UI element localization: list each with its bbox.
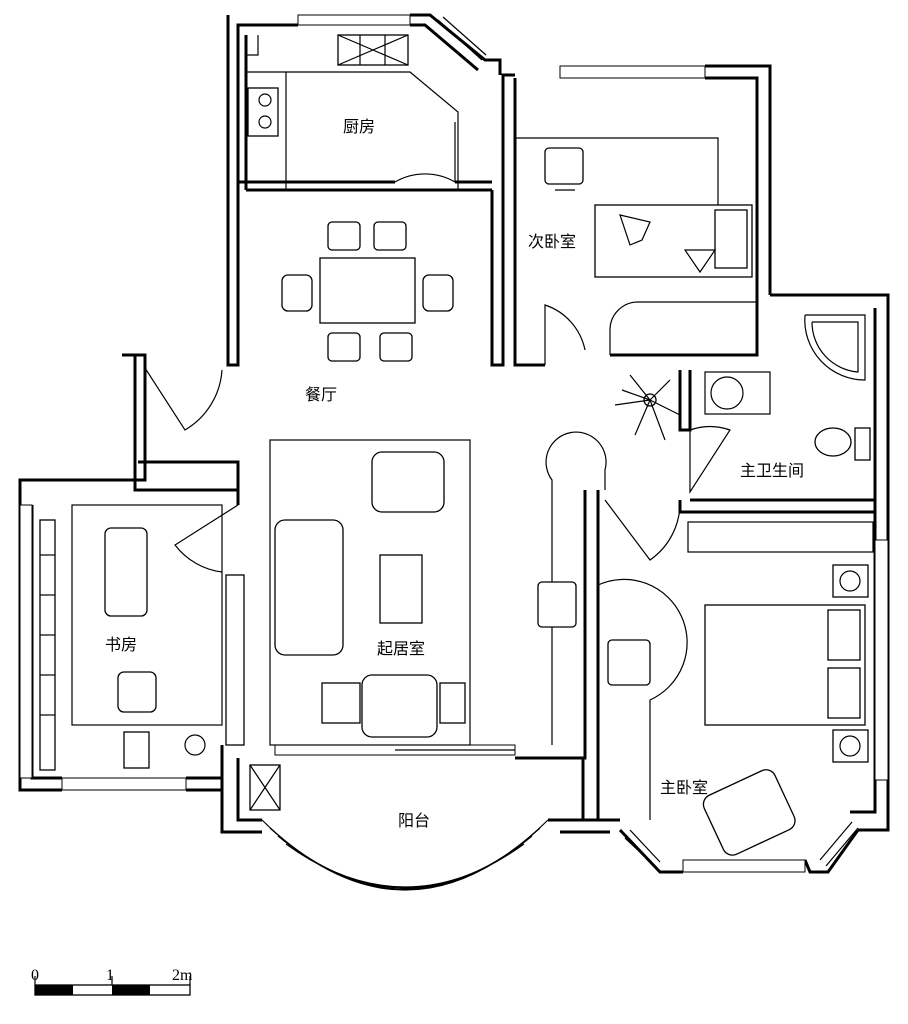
doors bbox=[144, 122, 757, 573]
room-label-study: 书房 bbox=[105, 635, 137, 654]
rug bbox=[269, 439, 471, 746]
nightstand-icon bbox=[832, 564, 869, 598]
armchair-icon bbox=[371, 451, 445, 513]
room-label-kitchen: 厨房 bbox=[343, 117, 375, 136]
toilet-icon bbox=[814, 427, 852, 457]
room-label-dining: 餐厅 bbox=[305, 385, 337, 404]
room-label-balcony: 阳台 bbox=[398, 811, 430, 830]
scale-tick-0: 0 bbox=[31, 967, 39, 984]
stove-icon bbox=[247, 87, 279, 137]
room-labels: 厨房 次卧室 餐厅 主卫生间 书房 起居室 主卧室 阳台 bbox=[105, 117, 804, 830]
exterior-walls bbox=[18, 13, 890, 874]
washbasin-icon bbox=[710, 376, 744, 410]
second-bedroom-furniture bbox=[515, 137, 753, 278]
living-furniture bbox=[269, 431, 607, 746]
study-furniture bbox=[39, 504, 245, 771]
dining-furniture bbox=[281, 221, 454, 362]
study-chair-icon bbox=[117, 671, 157, 713]
desk-icon bbox=[537, 581, 577, 628]
room-label-second-bedroom: 次卧室 bbox=[528, 232, 576, 251]
scale-tick-1: 1 bbox=[106, 967, 114, 984]
lounge-chair-icon bbox=[104, 527, 148, 617]
coffee-table-icon bbox=[379, 554, 423, 624]
bedroom-chair-icon bbox=[702, 769, 796, 856]
desk-lamp-icon bbox=[123, 731, 150, 769]
room-label-master-bath: 主卫生间 bbox=[740, 461, 804, 480]
sofa-icon bbox=[274, 519, 344, 656]
balcony-fixtures bbox=[249, 764, 281, 811]
master-bedroom-furniture bbox=[597, 521, 874, 856]
room-label-master-bedroom: 主卧室 bbox=[660, 778, 708, 797]
desk-chair-icon bbox=[544, 147, 584, 185]
master-bath-fixtures bbox=[614, 314, 871, 461]
dining-table-icon bbox=[319, 257, 416, 324]
scale-tick-2m: 2m bbox=[172, 967, 193, 984]
room-label-living: 起居室 bbox=[377, 639, 425, 658]
scale-bar: 0 1 2m bbox=[31, 967, 193, 996]
windows bbox=[19, 14, 889, 891]
kitchen-fixtures bbox=[246, 34, 459, 190]
